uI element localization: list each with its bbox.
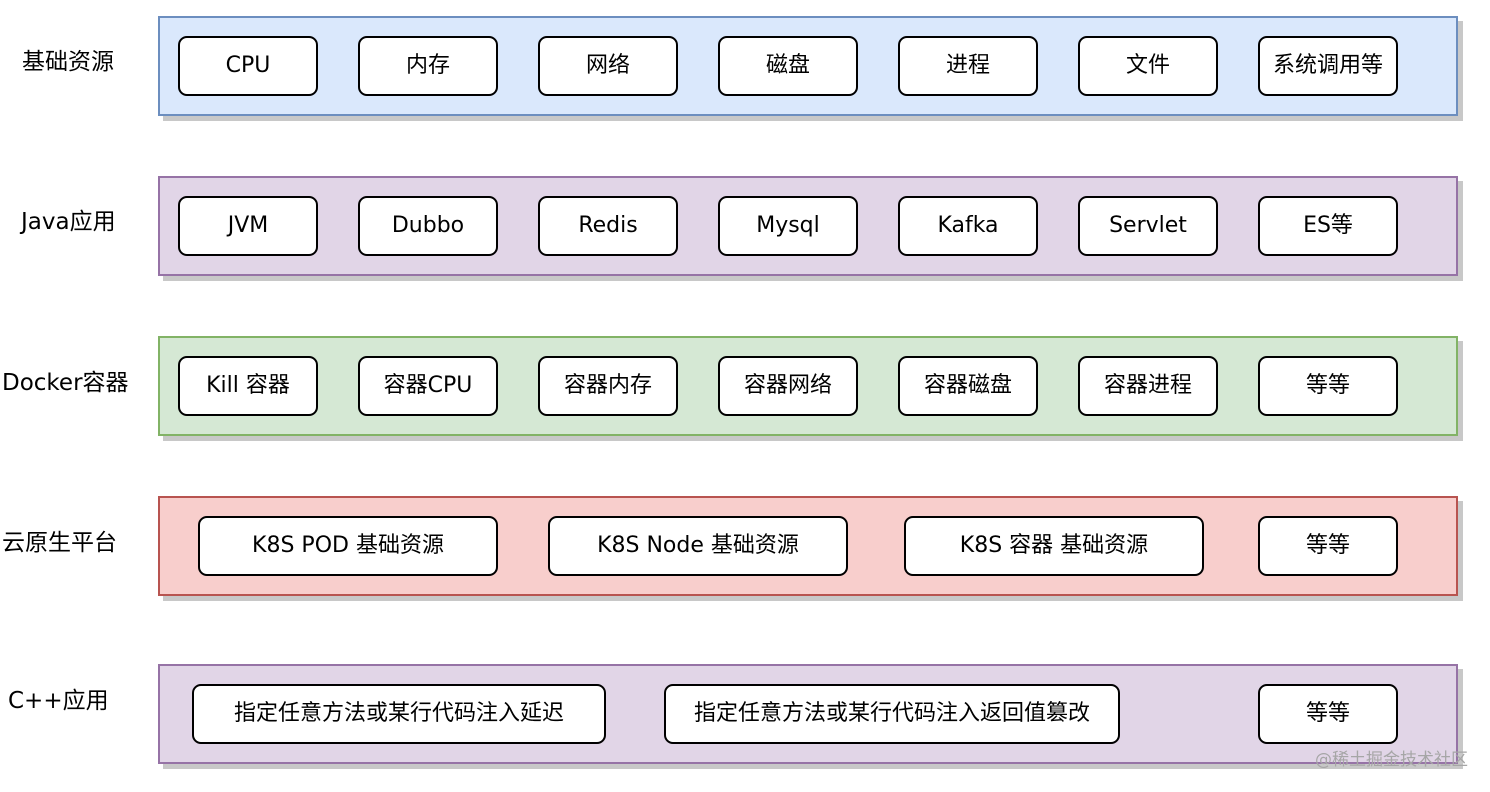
- item-file: 文件: [1078, 36, 1218, 96]
- item-mysql: Mysql: [718, 196, 858, 256]
- watermark: @稀土掘金技术社区: [1315, 750, 1468, 770]
- layer-cloud-native-platform: K8S POD 基础资源 K8S Node 基础资源 K8S 容器 基础资源 等…: [158, 496, 1458, 596]
- item-kafka: Kafka: [898, 196, 1038, 256]
- item-container-network: 容器网络: [718, 356, 858, 416]
- item-redis: Redis: [538, 196, 678, 256]
- item-etc: 等等: [1258, 356, 1398, 416]
- item-syscall: 系统调用等: [1258, 36, 1398, 96]
- item-etc: 等等: [1258, 516, 1398, 576]
- layer-label-docker-container: Docker容器: [2, 370, 129, 396]
- item-k8s-pod: K8S POD 基础资源: [198, 516, 498, 576]
- item-disk: 磁盘: [718, 36, 858, 96]
- item-memory: 内存: [358, 36, 498, 96]
- item-kill-container: Kill 容器: [178, 356, 318, 416]
- layer-label-basic-resources: 基础资源: [22, 49, 114, 75]
- item-k8s-container: K8S 容器 基础资源: [904, 516, 1204, 576]
- item-cpu: CPU: [178, 36, 318, 96]
- layer-java-app: JVM Dubbo Redis Mysql Kafka Servlet ES等: [158, 176, 1458, 276]
- layer-label-cpp-app: C++应用: [8, 688, 109, 714]
- layer-docker-container: Kill 容器 容器CPU 容器内存 容器网络 容器磁盘 容器进程 等等: [158, 336, 1458, 436]
- item-es: ES等: [1258, 196, 1398, 256]
- item-inject-delay: 指定任意方法或某行代码注入延迟: [192, 684, 606, 744]
- item-servlet: Servlet: [1078, 196, 1218, 256]
- item-dubbo: Dubbo: [358, 196, 498, 256]
- item-network: 网络: [538, 36, 678, 96]
- item-container-process: 容器进程: [1078, 356, 1218, 416]
- item-container-memory: 容器内存: [538, 356, 678, 416]
- layer-cpp-app: 指定任意方法或某行代码注入延迟 指定任意方法或某行代码注入返回值篡改 等等: [158, 664, 1458, 764]
- layer-basic-resources: CPU 内存 网络 磁盘 进程 文件 系统调用等: [158, 16, 1458, 116]
- item-etc: 等等: [1258, 684, 1398, 744]
- layer-label-java-app: Java应用: [21, 209, 116, 235]
- item-inject-return-tamper: 指定任意方法或某行代码注入返回值篡改: [664, 684, 1120, 744]
- item-jvm: JVM: [178, 196, 318, 256]
- item-process: 进程: [898, 36, 1038, 96]
- item-container-cpu: 容器CPU: [358, 356, 498, 416]
- item-k8s-node: K8S Node 基础资源: [548, 516, 848, 576]
- item-container-disk: 容器磁盘: [898, 356, 1038, 416]
- layer-label-cloud-native-platform: 云原生平台: [2, 530, 117, 556]
